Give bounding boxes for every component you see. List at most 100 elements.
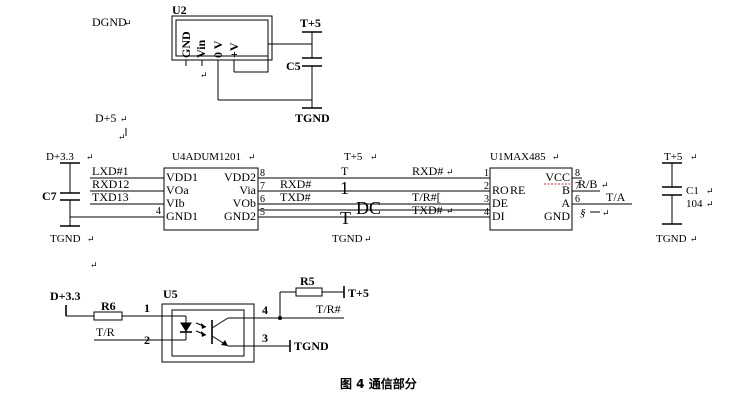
u1-box [489, 167, 573, 231]
mid-t-label: T [341, 164, 349, 178]
mid-dc-mark: DC [356, 198, 381, 218]
c5-label: C5 [286, 59, 301, 73]
r5-label: R5 [300, 274, 315, 288]
txd13-label: TXD13 [92, 190, 129, 204]
c1-value: 104 [686, 198, 703, 210]
paragraph-mark: ↵ [87, 234, 95, 244]
u4-pin-via: Via [239, 183, 256, 197]
u4-pin5-number: 5 [260, 207, 265, 218]
r6-resistor [93, 311, 123, 321]
mid-one-mark: 1 [340, 178, 349, 198]
u5-pin2-number: 2 [144, 333, 150, 347]
r5-resistor [295, 287, 323, 297]
u1-pin2-number: 2 [484, 181, 489, 192]
paragraph-mark: ↵ [364, 234, 372, 244]
figure-caption: 图 4 通信部分 [340, 376, 417, 391]
u1-pin-a: A [561, 196, 570, 210]
rxd-right-label: RXD# [412, 164, 443, 178]
paragraph-mark: ↵ [690, 152, 698, 162]
u5-pin4-number: 4 [262, 303, 268, 317]
u4-pin6-number: 6 [260, 194, 265, 205]
paragraph-mark: ↵ [124, 18, 132, 28]
u5-ref: U5 [163, 287, 178, 301]
paragraph-mark: ↵ [706, 186, 714, 196]
u2-pin-plusv: +V [227, 42, 241, 58]
u4-pin8-number: 8 [260, 168, 265, 179]
u1-pin1-number: 1 [484, 168, 489, 179]
u4-box [163, 167, 259, 231]
tgnd-label: TGND [295, 111, 330, 125]
bottom-tr-hash-label: T/R# [316, 302, 341, 316]
tgnd-mid-label: TGND [332, 233, 363, 245]
u1-pin-vcc: VCC [545, 170, 570, 184]
paragraph-mark: ↵ [118, 132, 126, 142]
bottom-d33-label: D+3.3 [50, 289, 81, 303]
paragraph-mark: ↵ [86, 152, 94, 162]
tgnd-left-label: TGND [50, 233, 81, 245]
d33-label: D+3.3 [46, 151, 74, 163]
u1-title: U1MAX485 [490, 151, 546, 163]
bottom-tgnd-label: TGND [294, 339, 329, 353]
u4-title: U4ADUM1201 [172, 151, 241, 163]
ta-label: T/A [606, 190, 626, 204]
u2-outer-box [171, 15, 273, 61]
s-mark: § [580, 207, 586, 219]
u2-pin-vin: Vin [194, 39, 208, 58]
mid-t2-mark: T [340, 208, 351, 228]
dgnd-label: DGND [92, 15, 127, 29]
u5-outer-box [161, 303, 255, 363]
u1-pin7-number: 7 [575, 181, 580, 192]
u5-pin3-number: 3 [262, 331, 268, 345]
bottom-t5-label: T+5 [348, 286, 369, 300]
u4-pin-vob: VOb [233, 196, 256, 210]
u2-plusv-wire [234, 43, 312, 73]
u5-section: D+3.3 R6 1 T/R 2 U5 [50, 274, 369, 363]
u1-pin8-number: 8 [575, 168, 580, 179]
middle-section: D+3.3 ↵ C7 TGND ↵ LXD#1 RXD12 TXD13 4 U4… [42, 151, 714, 270]
led-symbol [172, 315, 207, 341]
u2-pin-0v: 0 V [211, 40, 225, 58]
rxd12-label: RXD12 [92, 177, 129, 191]
u4-pin-gnd2: GND2 [224, 209, 256, 223]
tr-right-label: T/R#[ [412, 190, 441, 204]
paragraph-mark: ↵ [706, 199, 714, 209]
mid-txd-label: TXD# [280, 190, 311, 204]
phototransistor-symbol [211, 317, 244, 347]
paragraph-mark: ↵ [90, 260, 98, 270]
rb-label: R/B [578, 177, 597, 191]
mid-t5-label: T+5 [344, 151, 363, 163]
u4-pin4-number: 4 [156, 206, 161, 217]
u2-section: DGND ↵ U2 GND Vin 0 V +V ↵ T+5 C5 TGND D… [92, 3, 330, 142]
paragraph-mark: ↵ [601, 180, 609, 190]
bottom-tr-label: T/R [96, 325, 115, 339]
txd-right-label: TXD# [412, 203, 443, 217]
u5-inner-box [171, 309, 245, 357]
paragraph-mark: ↵ [446, 167, 454, 177]
u1-pin6-number: 6 [575, 194, 580, 205]
u4-pin7-number: 7 [260, 181, 265, 192]
u4-pin-vib: VIb [166, 196, 185, 210]
paragraph-mark: ↵ [552, 152, 560, 162]
c1-label: C1 [686, 185, 699, 197]
u4-pin-voa: VOa [166, 183, 189, 197]
u2-inner-box [175, 19, 269, 57]
paragraph-mark: ↵ [248, 152, 256, 162]
u1-pin-gnd: GND [544, 209, 570, 223]
u1-pin-de: DE [492, 196, 508, 210]
c7-label: C7 [42, 189, 57, 203]
paragraph-mark: ↵ [200, 70, 208, 80]
u4-pin-gnd1: GND1 [166, 209, 198, 223]
t5-label: T+5 [300, 16, 321, 30]
r6-label: R6 [101, 299, 116, 313]
u2-pin-gnd: GND [179, 31, 193, 58]
paragraph-mark: ↵ [120, 114, 128, 124]
paragraph-mark: ↵ [690, 234, 698, 244]
u5-pin1-number: 1 [144, 301, 150, 315]
u1-pin-re: RE [510, 183, 525, 197]
lxd-label: LXD#1 [92, 164, 129, 178]
d5-label: D+5 [95, 111, 116, 125]
u1-pin-di: DI [492, 209, 505, 223]
mid-rxd-label: RXD# [280, 177, 311, 191]
paragraph-mark: ↵ [370, 152, 378, 162]
